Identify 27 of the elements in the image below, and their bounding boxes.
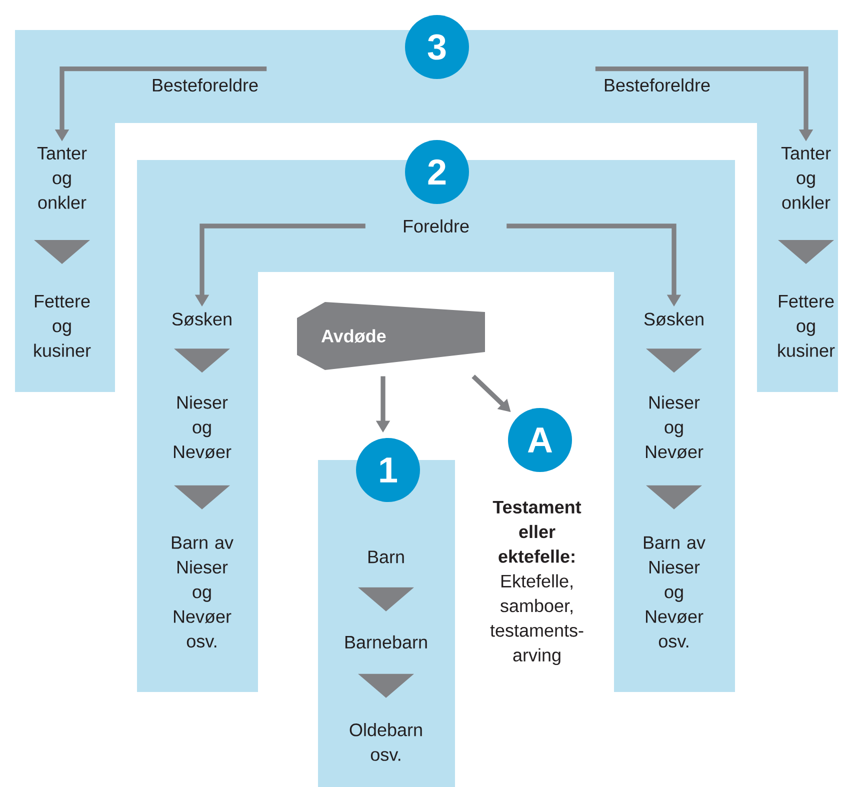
relative-label: Tanter og onkler [781,147,831,209]
triangle-arrow [174,348,230,373]
triangle-arrow [646,485,702,510]
triangle-arrow [358,587,414,612]
triangle-arrow [646,348,702,373]
relative-label: Fettere og kusiner [34,295,91,357]
band [15,30,838,392]
relative-label: Tanter og onkler [37,147,87,209]
relative-label: Besteforeldre [604,78,710,92]
relative-label: Barn av Nieser og Nevøer osv. [172,536,234,648]
triangle-arrow [34,240,90,264]
relative-label: Barnebarn [345,635,427,649]
triangle-arrow [358,674,414,698]
triangle-arrow [174,485,230,510]
relative-label: Fettere og kusiner [778,295,835,357]
relative-label: Foreldre [404,219,469,233]
relative-label: Nieser og Nevøer [646,396,704,458]
relative-label: Besteforeldre [152,78,258,92]
band [137,160,735,692]
relative-label: Søsken [644,312,704,326]
triangle-arrow [778,240,834,264]
note-text: Testament eller ektefelle: Ektefelle, samboer, testaments-arving [490,500,584,666]
relative-label: Nieser og Nevøer [174,396,232,458]
relative-label: Barn [368,550,404,564]
relative-label: Søsken [172,312,232,326]
relative-label: Barn av Nieser og Nevøer osv. [644,536,706,648]
relative-label: Oldebarn osv. [350,723,422,761]
